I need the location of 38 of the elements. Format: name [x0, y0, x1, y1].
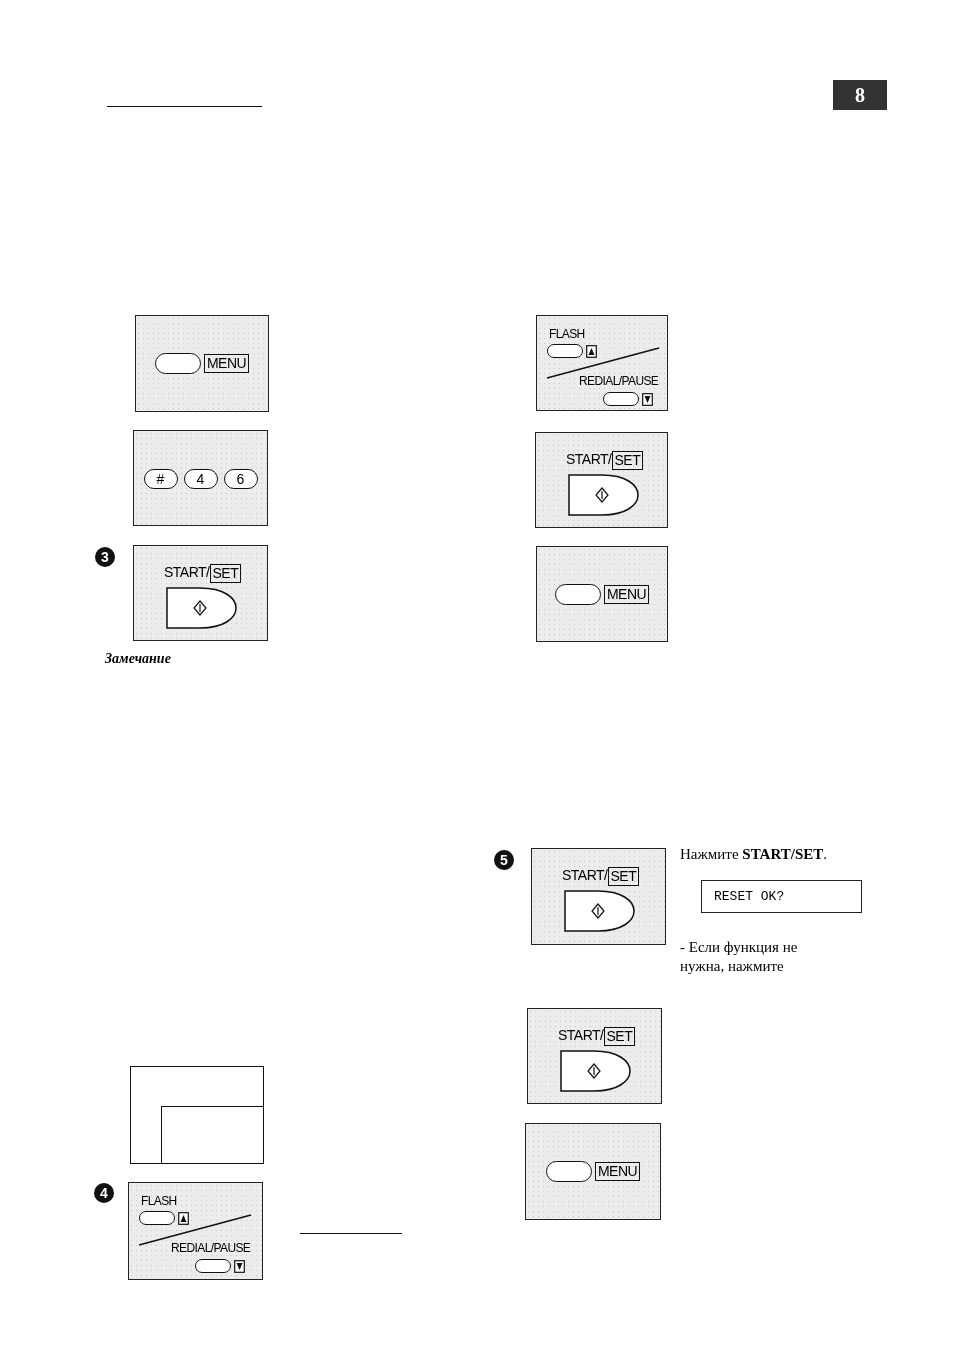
dial-key: 6 — [223, 469, 258, 489]
dial-key: 4 — [183, 469, 218, 489]
key-label: START/ — [562, 867, 608, 885]
note-text: - Если функция не нужна, нажмите — [680, 938, 799, 976]
keypad-panel — [133, 545, 268, 641]
step-number: 3 — [95, 547, 115, 567]
key-label: MENU — [203, 354, 250, 373]
step-number: 5 — [494, 850, 514, 870]
dial-key: # — [143, 469, 178, 489]
key-label: MENU — [603, 585, 650, 604]
keypad-panel — [531, 848, 666, 945]
page-number: 8 — [833, 80, 887, 110]
keypad-panel — [133, 430, 268, 526]
key-label: FLASH — [141, 1194, 177, 1208]
keypad-panel — [128, 1182, 263, 1280]
instruction-text: Нажмите START/SET. — [680, 845, 828, 864]
note-heading: Замечание — [105, 650, 172, 668]
key-label: MENU — [594, 1162, 641, 1181]
lcd-display: RESET OK? — [701, 880, 862, 913]
keypad-panel — [525, 1123, 661, 1220]
key-label: START/ — [558, 1027, 604, 1045]
key-label: START/ — [566, 451, 612, 469]
key-label: SET — [611, 451, 644, 470]
keypad-panel — [535, 432, 668, 528]
key-label: REDIAL/PAUSE — [171, 1241, 251, 1255]
key-label: SET — [607, 867, 640, 886]
keypad-panel — [135, 315, 269, 412]
keypad-panel — [527, 1008, 662, 1104]
frame-box — [161, 1106, 263, 1163]
key-label: SET — [209, 564, 242, 583]
step-number: 4 — [94, 1183, 114, 1203]
key-label: REDIAL/PAUSE — [579, 374, 659, 388]
key-label: SET — [603, 1027, 636, 1046]
frame-box — [130, 1066, 264, 1164]
key-label: START/ — [164, 564, 210, 582]
key-label: FLASH — [549, 327, 585, 341]
keypad-panel — [536, 315, 668, 411]
keypad-panel — [536, 546, 668, 642]
